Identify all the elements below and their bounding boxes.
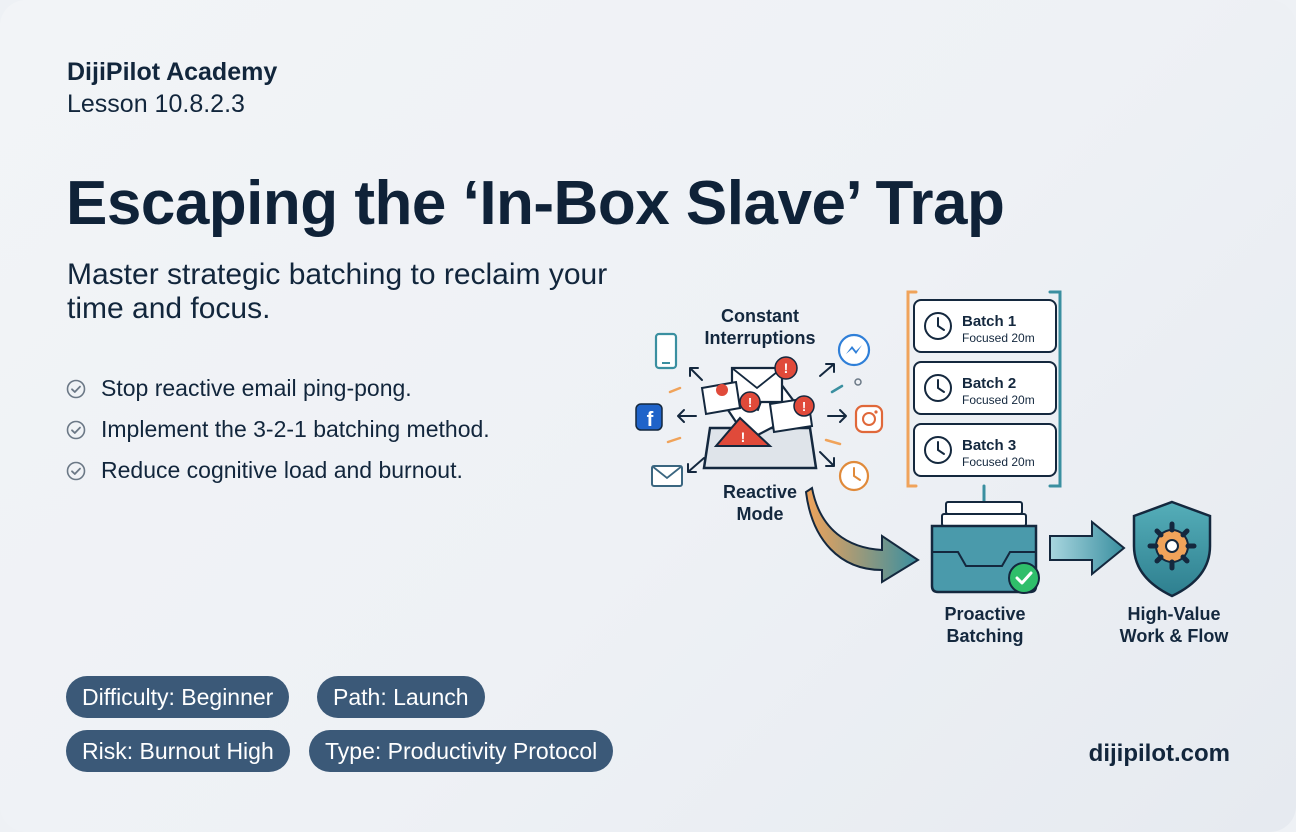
brand-name: DijiPilot Academy bbox=[67, 58, 278, 86]
spark-lines bbox=[666, 378, 862, 446]
transition-arrow bbox=[804, 486, 920, 584]
page-title: Escaping the ‘In-Box Slave’ Trap bbox=[66, 169, 1005, 238]
tag-risk: Risk: Burnout High bbox=[66, 730, 290, 772]
svg-text:f: f bbox=[647, 409, 654, 431]
batch-card-2: Batch 2 Focused 20m bbox=[913, 361, 1057, 415]
list-item-text: Implement the 3-2-1 batching method. bbox=[101, 416, 490, 442]
svg-text:!: ! bbox=[784, 360, 789, 376]
flow-arrow bbox=[1049, 519, 1126, 577]
lesson-number: Lesson 10.8.2.3 bbox=[67, 90, 245, 118]
list-item-text: Stop reactive email ping-pong. bbox=[101, 375, 412, 401]
batch-2-detail: Focused 20m bbox=[962, 393, 1035, 407]
batch-card-3: Batch 3 Focused 20m bbox=[913, 423, 1057, 477]
list-item: Reduce cognitive load and burnout. bbox=[66, 450, 490, 491]
batch-2-name: Batch 2 bbox=[962, 375, 1016, 392]
footer-url: dijipilot.com bbox=[1088, 740, 1230, 767]
check-circle-icon bbox=[66, 461, 86, 480]
check-circle-icon bbox=[66, 420, 86, 439]
batch-bracket bbox=[906, 290, 1062, 504]
batch-1-detail: Focused 20m bbox=[962, 331, 1035, 345]
batch-1-name: Batch 1 bbox=[962, 313, 1016, 330]
proactive-label-line2: Batching bbox=[946, 626, 1023, 646]
tag-difficulty: Difficulty: Beginner bbox=[66, 676, 290, 718]
mail-icon bbox=[651, 465, 683, 487]
list-item: Implement the 3-2-1 batching method. bbox=[66, 409, 490, 450]
highvalue-label-line1: High-Value bbox=[1127, 604, 1220, 624]
proactive-label-line1: Proactive bbox=[944, 604, 1025, 624]
list-item: Stop reactive email ping-pong. bbox=[66, 368, 490, 409]
tag-path: Path: Launch bbox=[317, 676, 485, 718]
shield-gear-icon bbox=[1132, 500, 1212, 598]
highvalue-label-line2: Work & Flow bbox=[1120, 626, 1230, 646]
interruptions-label-line2: Interruptions bbox=[705, 328, 816, 348]
messenger-icon bbox=[837, 333, 871, 367]
batch-3-name: Batch 3 bbox=[962, 437, 1016, 454]
svg-text:!: ! bbox=[748, 395, 752, 410]
check-circle-icon bbox=[66, 379, 86, 398]
batch-card-1: Batch 1 Focused 20m bbox=[913, 299, 1057, 353]
subtitle: Master strategic batching to reclaim you… bbox=[67, 258, 608, 325]
clock-icon bbox=[838, 460, 870, 492]
interruptions-label-line1: Constant bbox=[721, 306, 799, 326]
batching-diagram: Constant Interruptions ! ! ! ! bbox=[635, 290, 1230, 646]
tag-type: Type: Productivity Protocol bbox=[309, 730, 614, 772]
svg-text:!: ! bbox=[802, 399, 806, 414]
instagram-icon bbox=[854, 404, 884, 434]
reactive-label-line2: Mode bbox=[737, 504, 784, 524]
benefit-list: Stop reactive email ping-pong. Implement… bbox=[66, 368, 490, 491]
facebook-icon: f bbox=[635, 403, 663, 431]
phone-icon bbox=[654, 332, 678, 370]
check-icon bbox=[1008, 562, 1040, 594]
overflowing-inbox-icon: ! ! ! ! bbox=[700, 356, 818, 470]
reactive-label-line1: Reactive bbox=[723, 482, 797, 502]
list-item-text: Reduce cognitive load and burnout. bbox=[101, 457, 463, 483]
svg-text:!: ! bbox=[741, 429, 746, 445]
batch-3-detail: Focused 20m bbox=[962, 455, 1035, 469]
interruption-arrows bbox=[677, 363, 847, 473]
